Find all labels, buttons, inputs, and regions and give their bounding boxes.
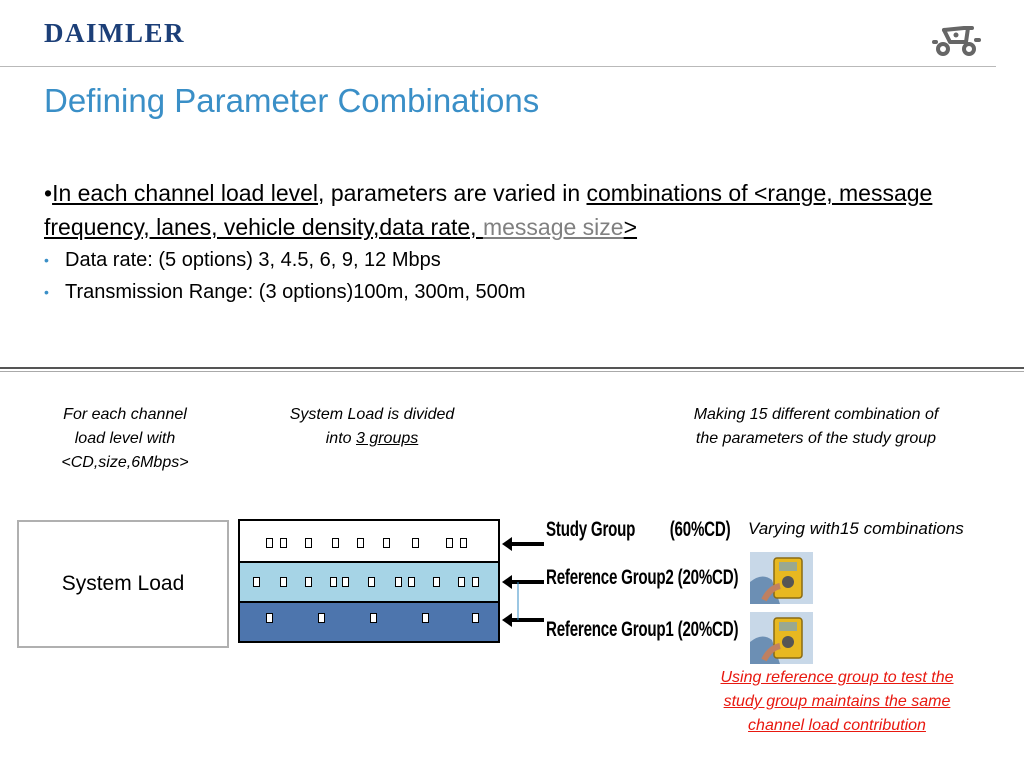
vehicle-block bbox=[408, 577, 415, 587]
vehicle-block bbox=[253, 577, 260, 587]
bullet-main-part4: message size bbox=[482, 214, 624, 240]
slide-title: Defining Parameter Combinations bbox=[44, 82, 540, 119]
bullet-main-part2: , parameters are varied in bbox=[318, 180, 587, 206]
vehicle-block bbox=[266, 613, 273, 623]
vehicle-block bbox=[280, 577, 287, 587]
vehicle-block bbox=[318, 613, 325, 623]
section-divider-thin bbox=[0, 371, 1024, 372]
vehicle-block bbox=[472, 613, 479, 623]
group-stack bbox=[238, 519, 500, 643]
red-note-line3: channel load contribution bbox=[748, 717, 926, 734]
vehicle-block bbox=[460, 538, 467, 548]
vehicle-block bbox=[412, 538, 419, 548]
vehicle-block bbox=[395, 577, 402, 587]
bullet-main-part3: combinations of <range, message frequenc… bbox=[44, 180, 933, 240]
note-right-line1: Making 15 different combination of bbox=[693, 406, 939, 423]
note-middle: System Load is divided into 3 groups bbox=[252, 403, 492, 451]
red-note-line1: Using reference group to test the bbox=[720, 669, 954, 686]
vehicle-block bbox=[330, 577, 337, 587]
reference-group-note: Using reference group to test the study … bbox=[676, 666, 998, 738]
vehicle-block bbox=[305, 538, 312, 548]
vehicle-block bbox=[433, 577, 440, 587]
vehicle-block bbox=[472, 577, 479, 587]
study-group-share: (60%CD) bbox=[669, 518, 731, 541]
section-divider bbox=[0, 367, 1024, 369]
note-left-line1: For each channel bbox=[63, 406, 187, 423]
vehicle-block bbox=[370, 613, 377, 623]
study-group-name: Study Group bbox=[546, 518, 636, 541]
sub-bullet-text: Transmission Range: (3 options)100m, 300… bbox=[65, 281, 526, 303]
study-group-row bbox=[240, 521, 498, 563]
ref2-share: (20%CD) bbox=[677, 566, 739, 589]
bullet-list: •In each channel load level, parameters … bbox=[44, 176, 944, 308]
vehicle-block bbox=[342, 577, 349, 587]
system-load-label: System Load bbox=[61, 572, 185, 595]
group-arrows bbox=[502, 537, 544, 627]
vehicle-block bbox=[266, 538, 273, 548]
ref1-name: Reference Group1 bbox=[546, 618, 674, 641]
vehicle-block bbox=[458, 577, 465, 587]
sub-bullet-range: • Transmission Range: (3 options)100m, 30… bbox=[44, 276, 944, 308]
note-middle-line2: into 3 groups bbox=[252, 427, 492, 451]
car-icon bbox=[932, 26, 981, 56]
note-left-line2: load level with bbox=[74, 430, 176, 447]
system-load-box: System Load bbox=[17, 520, 229, 648]
sub-bullet-dot: • bbox=[44, 284, 49, 300]
red-note-line2: study group maintains the same bbox=[723, 693, 951, 710]
bullet-dot: • bbox=[44, 180, 53, 206]
vehicle-block bbox=[383, 538, 390, 548]
sub-bullet-data-rate: • Data rate: (5 options) 3, 4.5, 6, 9, 12… bbox=[44, 244, 944, 276]
reference-group1-label: Reference Group1 (20%CD) bbox=[546, 618, 739, 642]
bullet-main-part5: > bbox=[623, 214, 638, 240]
ref1-share: (20%CD) bbox=[677, 618, 739, 641]
multimeter-icon bbox=[750, 612, 813, 664]
multimeter-icon bbox=[750, 552, 813, 604]
note-right: Making 15 different combination of the p… bbox=[640, 403, 992, 451]
study-group-label: Study Group (60%CD) bbox=[546, 518, 731, 542]
reference-group2-label: Reference Group2 (20%CD) bbox=[546, 566, 739, 590]
vehicle-block bbox=[422, 613, 429, 623]
note-middle-line1: System Load is divided bbox=[289, 406, 455, 423]
vehicle-block bbox=[357, 538, 364, 548]
vehicle-block bbox=[280, 538, 287, 548]
vehicle-block bbox=[305, 577, 312, 587]
reference-group2-row bbox=[240, 563, 498, 603]
vehicle-block bbox=[446, 538, 453, 548]
note-middle-underlined: 3 groups bbox=[355, 430, 419, 447]
daimler-logo: DAIMLER bbox=[44, 18, 186, 48]
vehicle-block bbox=[332, 538, 339, 548]
bullet-main: •In each channel load level, parameters … bbox=[44, 176, 939, 244]
note-right-line2: the parameters of the study group bbox=[695, 430, 937, 447]
ref2-name: Reference Group2 bbox=[546, 566, 674, 589]
note-left-line3: <CD,size,6Mbps> bbox=[61, 454, 189, 471]
sub-bullet-dot: • bbox=[44, 252, 49, 268]
sub-bullet-text: Data rate: (5 options) 3, 4.5, 6, 9, 12 … bbox=[65, 249, 441, 271]
reference-group1-row bbox=[240, 603, 498, 641]
vehicle-block bbox=[368, 577, 375, 587]
bullet-main-part1: In each channel load level bbox=[52, 180, 319, 206]
header-divider bbox=[0, 66, 996, 67]
note-left: For each channel load level with <CD,siz… bbox=[30, 403, 220, 475]
varying-text: Varying with15 combinations bbox=[748, 519, 964, 538]
note-middle-prefix: into bbox=[325, 430, 356, 447]
